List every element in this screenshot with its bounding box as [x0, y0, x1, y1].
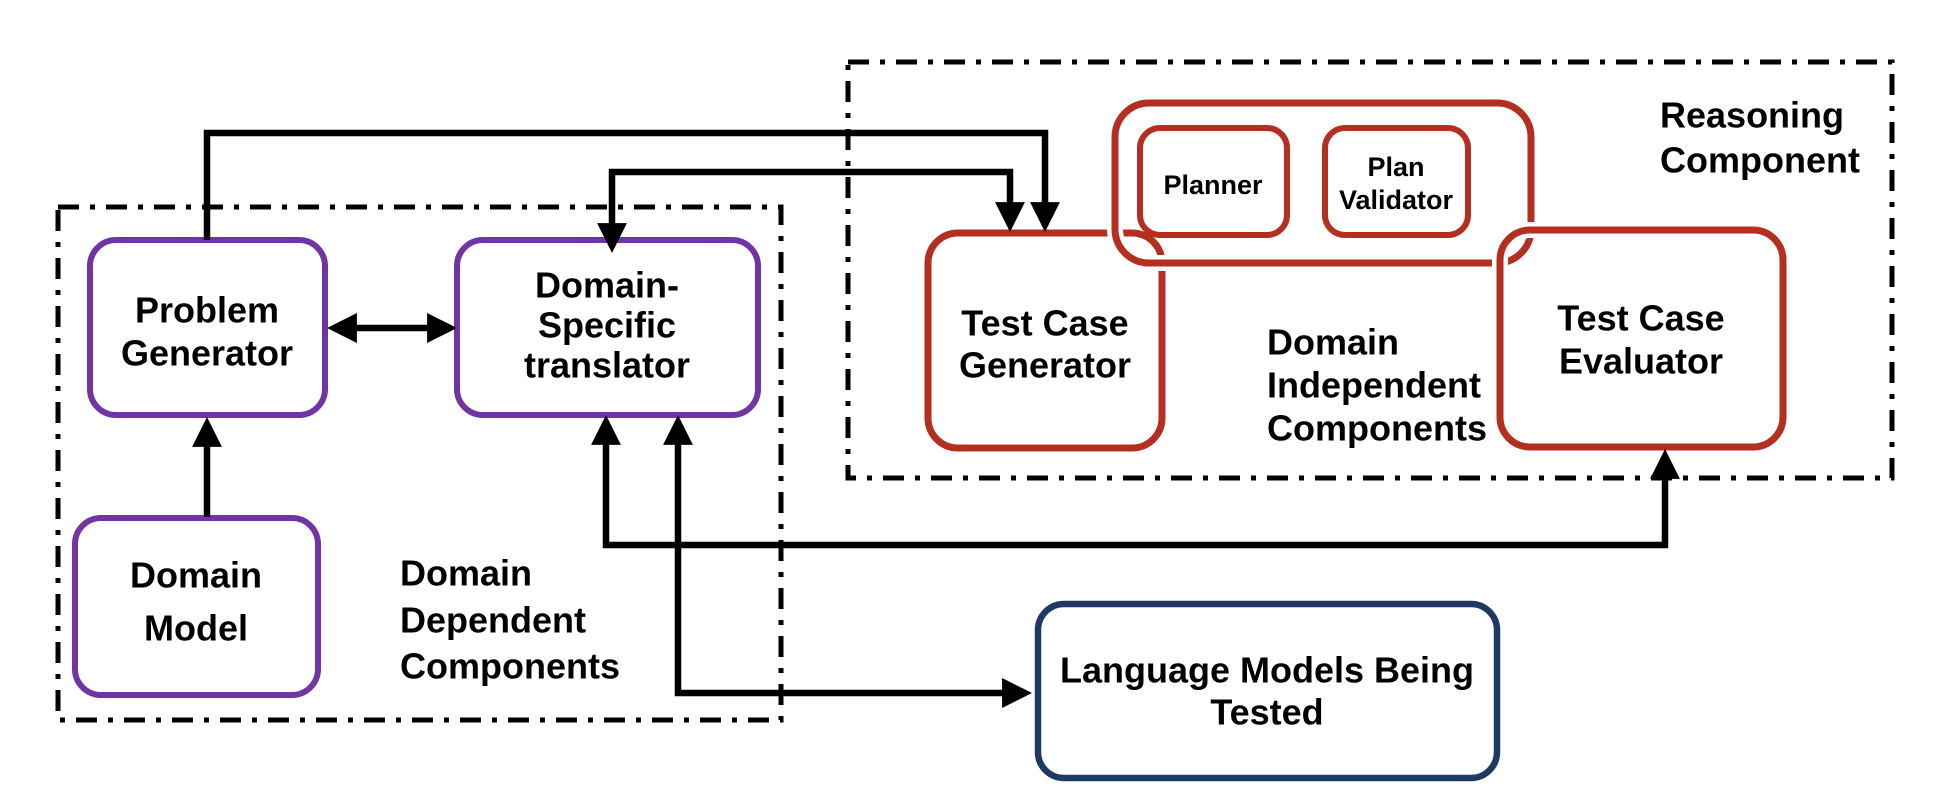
language-models-label-line2: Tested [1210, 692, 1323, 733]
domain-dependent-label-line1: Domain [400, 553, 532, 594]
test-case-evaluator-label-line1: Test Case [1557, 298, 1724, 339]
domain-independent-label-line3: Components [1267, 408, 1487, 449]
test-case-generator-label-line1: Test Case [961, 303, 1128, 344]
translator-label-line3: translator [524, 345, 690, 386]
test-case-evaluator-label-line2: Evaluator [1559, 341, 1723, 382]
domain-independent-label-line2: Independent [1267, 365, 1481, 406]
problem-generator-label-line1: Problem [135, 290, 279, 331]
domain-dependent-label-line3: Components [400, 646, 620, 687]
translator-label-line1: Domain- [535, 265, 679, 306]
planner-box [1137, 125, 1290, 238]
arrow-translator-test-case-generator-bidirectional [597, 168, 1025, 253]
plan-validator-label-line2: Validator [1339, 185, 1454, 215]
planner-label: Planner [1163, 170, 1263, 200]
test-case-generator-label-line2: Generator [959, 345, 1131, 386]
plan-validator-box [1322, 125, 1471, 238]
domain-model-box [72, 515, 321, 698]
arrow-translator-language-models-bidirectional [663, 415, 1032, 708]
reasoning-component-label-line2: Component [1660, 140, 1860, 181]
planner-wrapper-box [1111, 99, 1535, 267]
test-case-evaluator-box [1496, 226, 1787, 451]
reasoning-component-label-line1: Reasoning [1660, 95, 1844, 136]
domain-model-label-line1: Domain [130, 555, 262, 596]
arrow-translator-test-case-evaluator-bidirectional [591, 415, 1680, 549]
test-case-evaluator-box-casing [1492, 222, 1791, 455]
translator-label-line2: Specific [538, 305, 676, 346]
language-models-box [1034, 600, 1501, 782]
plan-validator-label-line1: Plan [1367, 152, 1424, 182]
arrow-problem-generator-to-test-case-generator [203, 129, 1060, 240]
problem-generator-label-line2: Generator [121, 333, 293, 374]
language-models-label-line1: Language Models Being [1060, 650, 1474, 691]
domain-model-label-line2: Model [144, 608, 248, 649]
domain-independent-label-line1: Domain [1267, 322, 1399, 363]
domain-dependent-label-line2: Dependent [400, 600, 586, 641]
